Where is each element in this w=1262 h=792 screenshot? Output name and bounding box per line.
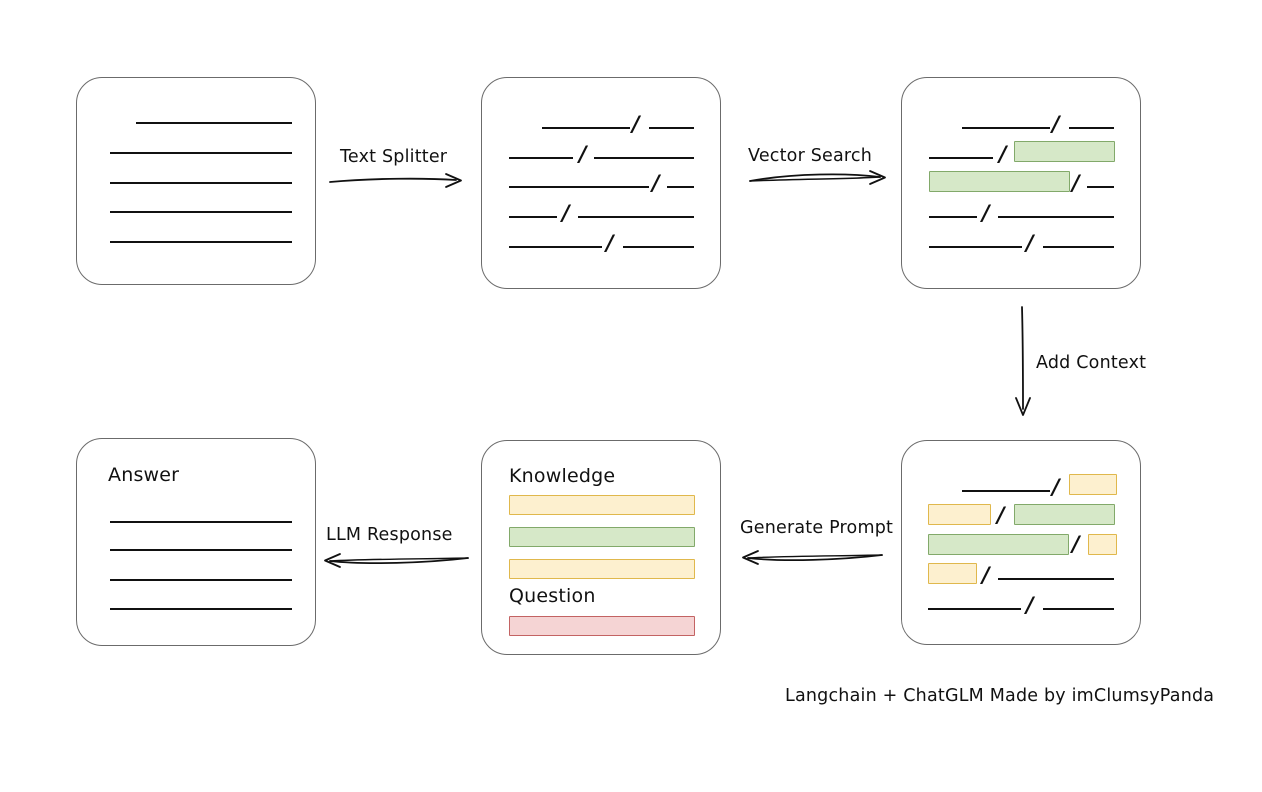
answer-line <box>110 549 292 551</box>
chunk-line <box>928 608 1021 610</box>
chunk-line <box>998 578 1114 580</box>
chunk-retrieved-green[interactable] <box>1014 141 1115 162</box>
chunk-separator: / <box>1026 593 1034 617</box>
chunk-line <box>1043 608 1114 610</box>
edge-arrow-vector-search <box>749 170 886 185</box>
chunk-separator: / <box>999 142 1007 166</box>
chunk-context-yellow[interactable] <box>1069 474 1117 495</box>
chunk-line <box>1043 246 1114 248</box>
edge-arrow-generate-prompt <box>742 550 883 565</box>
chunk-separator: / <box>606 231 614 255</box>
chunk-separator: / <box>1072 532 1080 556</box>
chunk-separator: / <box>982 201 990 225</box>
footer-credit: Langchain + ChatGLM Made by imClumsyPand… <box>785 686 1215 706</box>
chunk-context-yellow[interactable] <box>928 504 991 525</box>
answer-line <box>110 521 292 523</box>
chunk-line <box>929 157 993 159</box>
chunk-line <box>623 246 694 248</box>
document-line <box>110 152 292 154</box>
chunk-separator: / <box>652 171 660 195</box>
node-source-document[interactable] <box>76 77 316 285</box>
answer-line <box>110 579 292 581</box>
chunk-context-yellow[interactable] <box>1088 534 1117 555</box>
chunk-line <box>998 216 1114 218</box>
chunk-line <box>509 246 602 248</box>
chunk-line <box>509 186 649 188</box>
answer-label: Answer <box>108 464 180 486</box>
prompt-knowledge-chunk-green[interactable] <box>509 527 695 547</box>
document-line <box>110 241 292 243</box>
chunk-line <box>649 127 694 129</box>
edge-arrow-add-context <box>1015 306 1031 416</box>
chunk-line <box>542 127 630 129</box>
chunk-line <box>962 490 1050 492</box>
edge-label-add-context: Add Context <box>1036 353 1147 373</box>
chunk-separator: / <box>1052 475 1060 499</box>
prompt-question-label: Question <box>509 585 596 607</box>
edge-label-vector-search: Vector Search <box>748 146 873 166</box>
chunk-line <box>667 186 694 188</box>
node-split-document[interactable]: / / / / / <box>481 77 721 289</box>
document-line <box>110 182 292 184</box>
prompt-knowledge-chunk-yellow[interactable] <box>509 559 695 579</box>
chunk-retrieved-green[interactable] <box>929 171 1070 192</box>
chunk-separator: / <box>1052 112 1060 136</box>
prompt-knowledge-chunk-yellow[interactable] <box>509 495 695 515</box>
node-answer[interactable]: Answer <box>76 438 316 646</box>
edge-label-text-splitter: Text Splitter <box>340 147 448 167</box>
document-line <box>110 211 292 213</box>
chunk-separator: / <box>579 142 587 166</box>
chunk-separator: / <box>1026 231 1034 255</box>
chunk-separator: / <box>562 201 570 225</box>
chunk-line <box>962 127 1050 129</box>
prompt-knowledge-label: Knowledge <box>509 465 616 487</box>
chunk-line <box>1087 186 1114 188</box>
chunk-separator: / <box>632 112 640 136</box>
chunk-separator: / <box>997 503 1005 527</box>
chunk-separator: / <box>1072 171 1080 195</box>
node-prompt[interactable]: Knowledge Question <box>481 440 721 655</box>
chunk-retrieved-green[interactable] <box>1014 504 1115 525</box>
document-line <box>136 122 292 124</box>
chunk-line <box>578 216 694 218</box>
node-vector-matched-document[interactable]: / / / / / <box>901 77 1141 289</box>
answer-line <box>110 608 292 610</box>
chunk-separator: / <box>982 563 990 587</box>
chunk-retrieved-green[interactable] <box>928 534 1069 555</box>
edge-label-generate-prompt: Generate Prompt <box>740 518 894 538</box>
chunk-line <box>1069 127 1114 129</box>
edge-arrow-text-splitter <box>329 173 462 188</box>
chunk-line <box>594 157 694 159</box>
edge-label-llm-response: LLM Response <box>326 525 453 545</box>
edge-arrow-llm-response <box>324 553 469 568</box>
chunk-line <box>929 246 1022 248</box>
chunk-line <box>509 157 573 159</box>
chunk-line <box>929 216 977 218</box>
node-context-document[interactable]: / / / / / <box>901 440 1141 645</box>
prompt-question-chunk-red[interactable] <box>509 616 695 636</box>
chunk-line <box>509 216 557 218</box>
chunk-context-yellow[interactable] <box>928 563 977 584</box>
